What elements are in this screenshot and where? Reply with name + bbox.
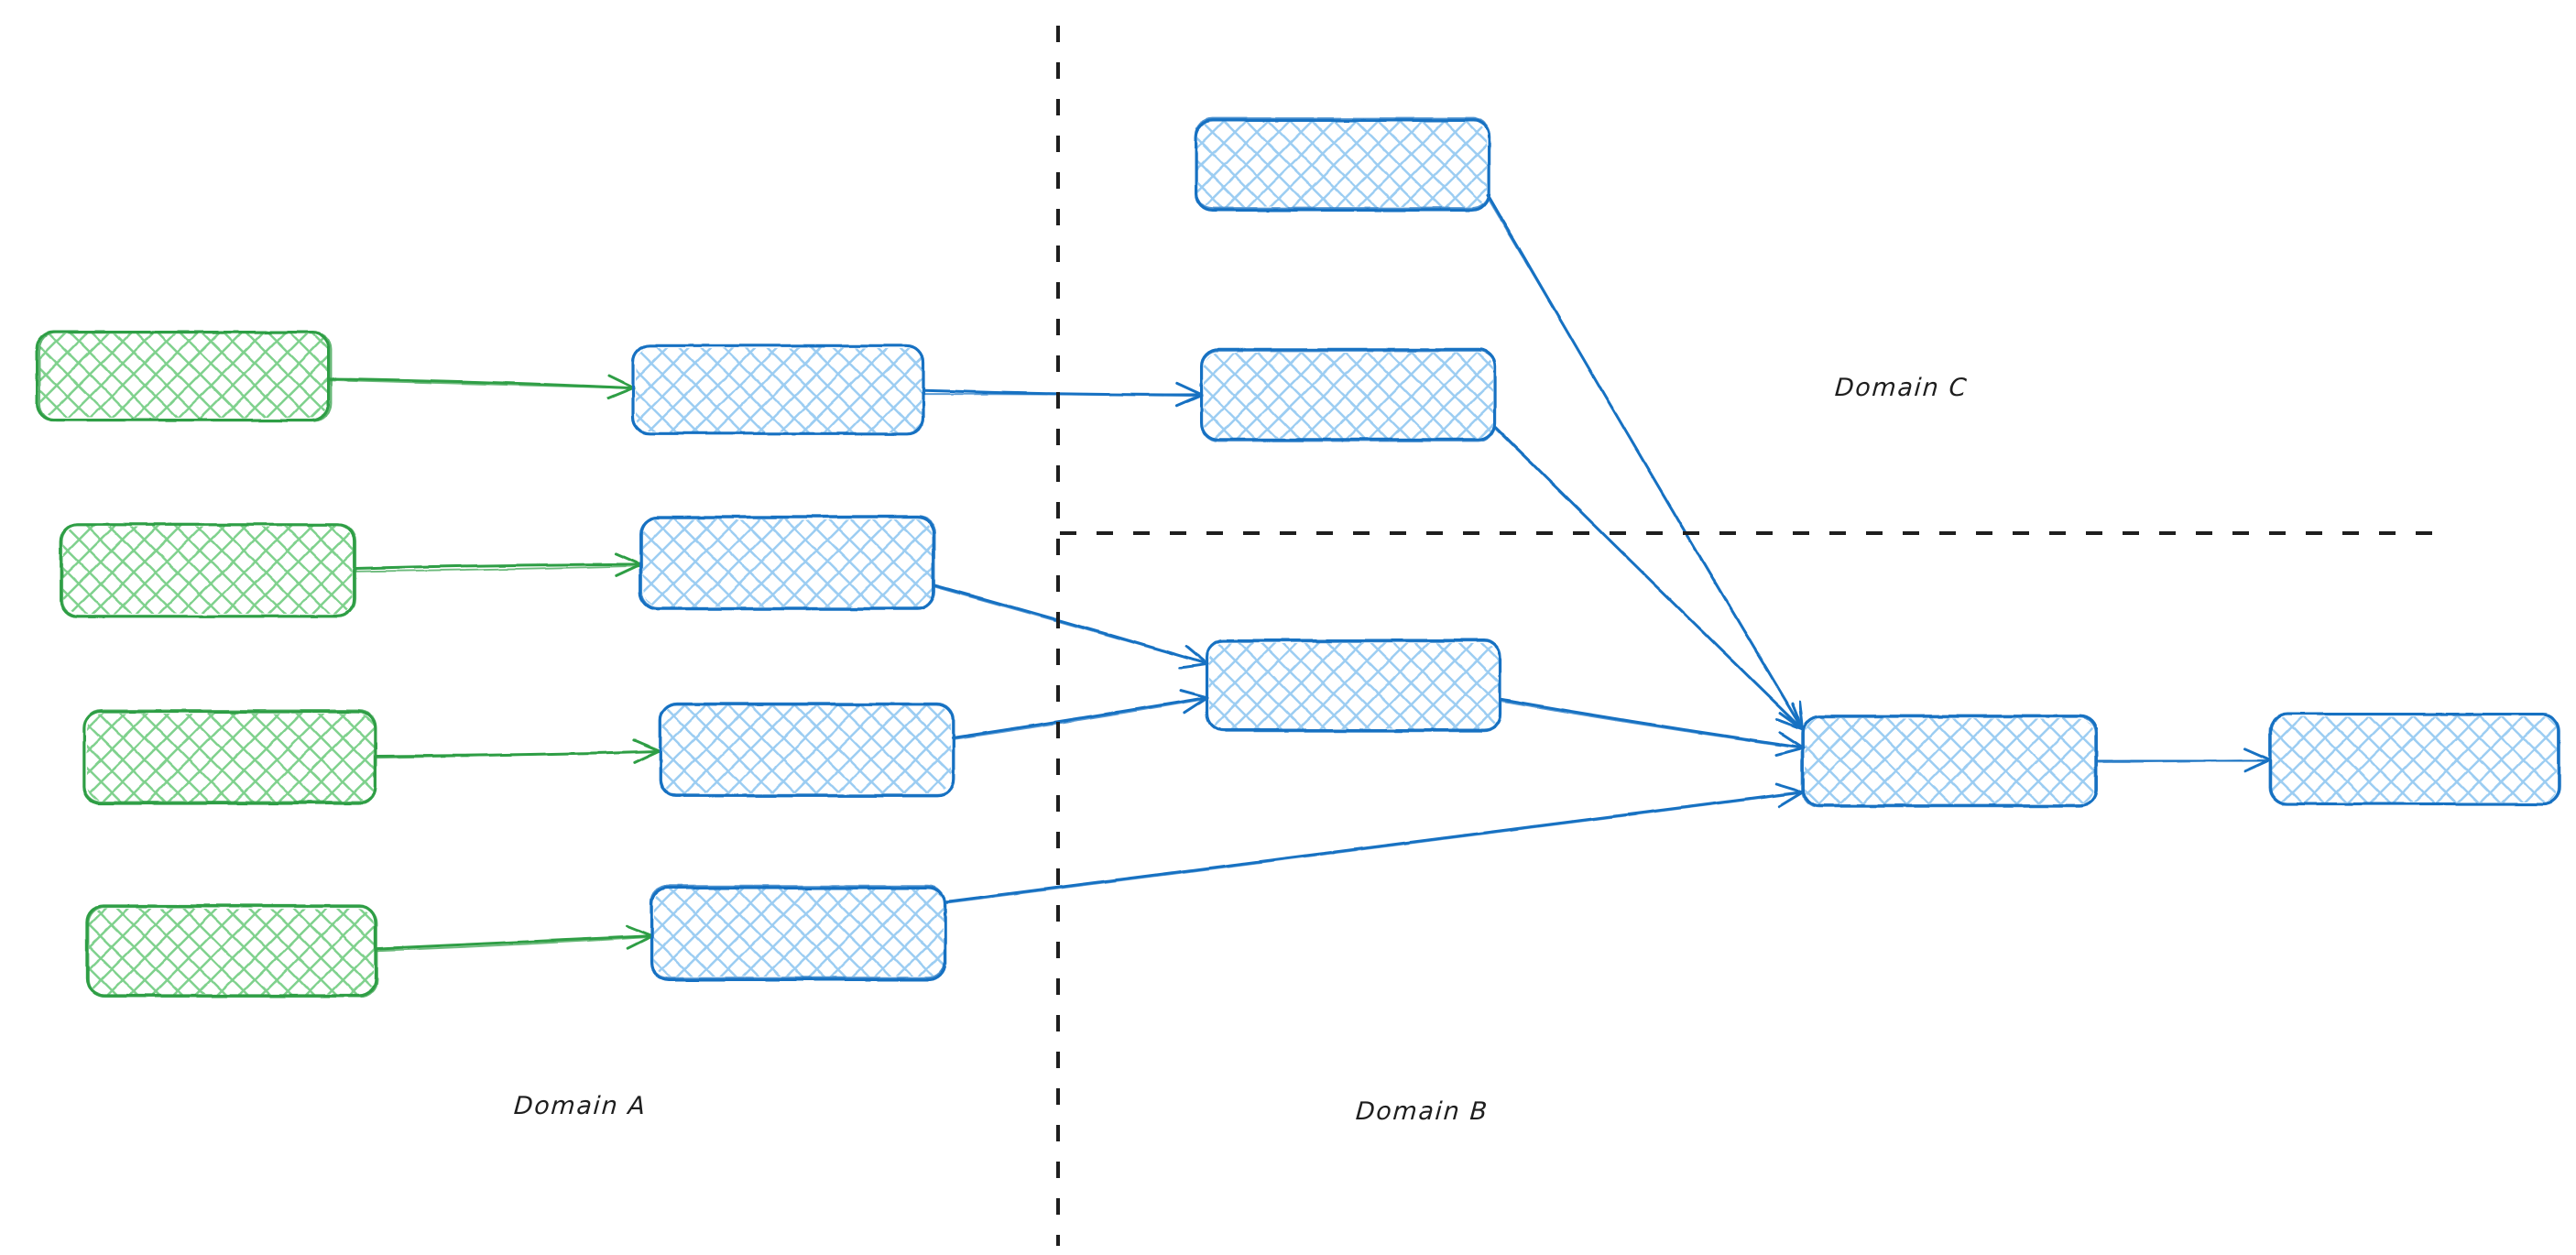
node-b4[interactable] — [649, 885, 947, 982]
arrow-head — [607, 374, 636, 389]
arrow-head — [1174, 393, 1204, 408]
node-outline — [632, 344, 925, 435]
arrow-head — [1183, 695, 1209, 715]
edge-a3-to-b3 — [375, 738, 661, 764]
edge-c3-to-d1 — [1499, 697, 1806, 757]
edge-line — [353, 564, 643, 573]
node-outline — [83, 709, 377, 803]
arrow-head — [626, 934, 654, 950]
dividers-layer — [1056, 26, 2448, 1246]
node-b3[interactable] — [659, 702, 955, 798]
arrow-head — [633, 749, 661, 764]
node-c1[interactable] — [1195, 117, 1491, 212]
arrow-head — [1777, 791, 1805, 808]
node-c3[interactable] — [1205, 638, 1502, 733]
node-fill — [87, 714, 375, 802]
edge-line — [951, 696, 1208, 739]
edge-line — [1487, 198, 1805, 731]
arrow-head — [1775, 718, 1805, 731]
node-fill — [89, 909, 374, 995]
edges-layer — [327, 193, 2272, 952]
arrow-head — [632, 738, 661, 753]
domain-c-label: Domain C — [1833, 374, 1970, 402]
edge-line — [328, 378, 635, 389]
node-outline — [2268, 713, 2560, 805]
arrow-head — [1774, 782, 1805, 794]
edge-b3-to-c3 — [951, 689, 1209, 740]
edge-b1-to-c2 — [922, 381, 1204, 408]
node-fill — [1209, 643, 1499, 729]
node-outline — [85, 904, 377, 998]
node-outline — [1200, 350, 1496, 442]
edge-d1-to-d2 — [2095, 747, 2272, 773]
arrow-head — [1184, 645, 1209, 666]
arrow-head — [1774, 746, 1805, 757]
node-fill — [2272, 716, 2557, 802]
node-a3[interactable] — [82, 709, 377, 805]
node-d2[interactable] — [2268, 712, 2561, 806]
edge-line — [952, 697, 1208, 740]
edge-c1-to-d1 — [1486, 193, 1805, 731]
arrow-head — [614, 551, 643, 566]
domain-a-label: Domain A — [512, 1092, 648, 1120]
node-fill — [1204, 353, 1493, 439]
edge-b2-to-c3 — [933, 584, 1209, 670]
edge-line — [374, 934, 654, 951]
node-fill — [654, 889, 944, 977]
edge-line — [944, 791, 1805, 904]
arrow-head — [2243, 758, 2272, 773]
node-outline — [660, 702, 955, 796]
node-fill — [1805, 718, 2094, 804]
arrow-head — [1179, 689, 1209, 699]
arrow-head — [1778, 731, 1805, 749]
edge-line — [375, 935, 653, 952]
edge-b4-to-d1 — [943, 782, 1805, 904]
node-a1[interactable] — [36, 330, 333, 422]
edge-line — [2095, 758, 2272, 764]
node-outline — [1195, 117, 1490, 210]
node-c2[interactable] — [1199, 348, 1497, 442]
edge-line — [922, 393, 1203, 398]
node-fill — [661, 705, 951, 793]
edge-c2-to-d1 — [1493, 426, 1805, 732]
edge-line — [1499, 700, 1805, 749]
edge-a4-to-b4 — [374, 924, 654, 952]
edge-a1-to-b1 — [327, 374, 636, 400]
arrow-head — [2243, 747, 2272, 761]
edge-line — [933, 585, 1209, 666]
domain-b-label: Domain B — [1354, 1097, 1490, 1126]
node-outline — [649, 885, 946, 979]
node-outline — [640, 515, 936, 609]
edge-line — [354, 562, 642, 571]
node-b1[interactable] — [631, 344, 925, 435]
edge-line — [1500, 697, 1806, 749]
arrow-head — [625, 924, 654, 938]
node-a4[interactable] — [85, 904, 378, 999]
node-b2[interactable] — [639, 515, 936, 611]
node-outline — [60, 523, 357, 617]
node-fill — [643, 519, 933, 607]
arrow-head — [606, 386, 636, 400]
arrow-head — [615, 562, 643, 578]
node-fill — [1197, 121, 1487, 207]
node-outline — [38, 331, 333, 422]
arrow-head — [1178, 662, 1209, 670]
node-a2[interactable] — [60, 523, 357, 618]
node-d1[interactable] — [1801, 715, 2098, 808]
node-fill — [40, 333, 328, 418]
node-outline — [1801, 715, 2097, 808]
arrow-head — [1175, 381, 1204, 397]
node-fill — [63, 526, 353, 614]
node-fill — [636, 348, 922, 432]
edge-line — [1494, 428, 1805, 732]
arrow-head — [1791, 702, 1805, 731]
edge-a2-to-b2 — [353, 551, 643, 578]
node-outline — [1206, 640, 1501, 733]
node-outline — [87, 905, 378, 999]
edge-line — [375, 749, 660, 759]
nodes-layer — [36, 117, 2561, 999]
